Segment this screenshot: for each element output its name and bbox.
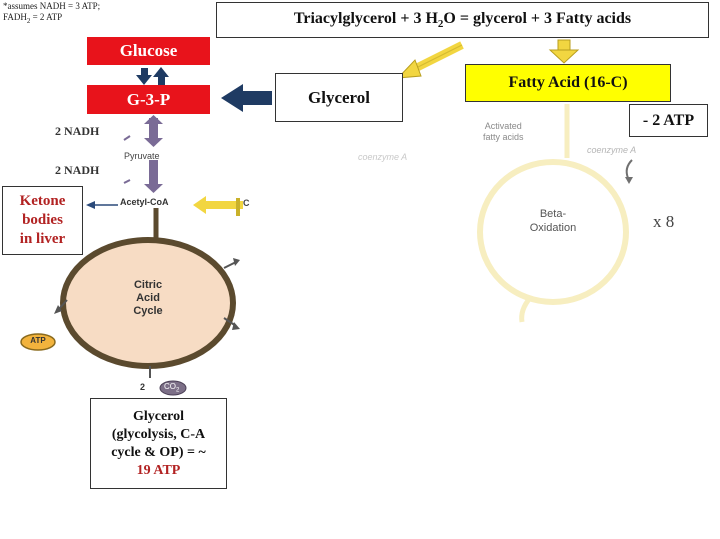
co2-coefficient: 2 bbox=[140, 382, 146, 392]
citric-line-3: Cycle bbox=[133, 305, 163, 317]
atp-assumption-note: *assumes NADH = 3 ATP; FADH2 = 2 ATP bbox=[3, 1, 100, 27]
summary-line-4: 19 ATP bbox=[136, 462, 181, 478]
atp-badge-shape bbox=[20, 333, 56, 351]
glucose-up-arrow-shaft bbox=[158, 76, 165, 85]
coenzyme-right-hook-head bbox=[625, 177, 633, 184]
ketone-line-2: bodies bbox=[22, 212, 63, 228]
beta-oxidation-ring bbox=[477, 159, 629, 305]
nadh-mark-1 bbox=[123, 135, 131, 141]
minus-atp-box: - 2 ATP bbox=[629, 104, 708, 137]
nadh-label-1: 2 NADH bbox=[55, 124, 100, 138]
nadh-label-2: 2 NADH bbox=[55, 163, 100, 177]
purple-head-2-down bbox=[144, 184, 163, 193]
pyruvate-label: Pyruvate bbox=[124, 151, 160, 161]
glycerol-summary-box: Glycerol (glycolysis, C-A cycle & OP) = … bbox=[90, 398, 227, 489]
beta-bottom-tail bbox=[519, 296, 532, 323]
citric-acid-cycle-label: Citric Acid Cycle bbox=[118, 279, 178, 318]
summary-line-1: Glycerol bbox=[132, 408, 185, 424]
purple-shaft-2 bbox=[149, 160, 158, 186]
equation-text: Triacylglycerol + 3 H2O = glycerol + 3 F… bbox=[293, 9, 632, 31]
purple-shaft-1 bbox=[149, 118, 158, 142]
co2-label: CO2 bbox=[164, 382, 180, 394]
g3p-label: G-3-P bbox=[126, 89, 171, 109]
c-label: C bbox=[243, 198, 250, 208]
glycerol-box: Glycerol bbox=[275, 73, 403, 122]
glycerol-to-g3p-arrow bbox=[221, 84, 272, 112]
cycle-output-arrowhead-left bbox=[54, 305, 62, 314]
purple-head-1-up bbox=[144, 115, 163, 124]
times-eight-label: x 8 bbox=[653, 212, 675, 231]
beta-oxidation-label: Beta- Oxidation bbox=[529, 208, 577, 234]
activated-fatty-acids-label: Activated fatty acids bbox=[483, 121, 524, 142]
fatty-acid-box: Fatty Acid (16-C) bbox=[465, 64, 671, 102]
ketone-line-3: in liver bbox=[19, 231, 66, 247]
acetyl-coa-label: Acetyl-CoA bbox=[120, 197, 169, 207]
gold-arrow-stub bbox=[236, 198, 240, 216]
minus-atp-label: - 2 ATP bbox=[642, 111, 695, 129]
equation-to-glycerol-shaft-outline bbox=[411, 44, 463, 71]
equation-to-glycerol-arrowhead bbox=[396, 59, 422, 79]
glycerol-label: Glycerol bbox=[308, 87, 370, 107]
note-line-2: FADH2 = 2 ATP bbox=[3, 12, 63, 25]
nadh-mark-2 bbox=[123, 179, 131, 184]
glucose-down-arrowhead bbox=[136, 75, 152, 85]
glucose-up-arrowhead bbox=[153, 67, 169, 77]
co2-badge-shape bbox=[159, 380, 187, 396]
coenzyme-a-right-label: coenzyme A bbox=[587, 145, 637, 155]
coenzyme-a-left-label: coenzyme A bbox=[358, 152, 408, 162]
equation-to-fatty-acid-arrowhead bbox=[548, 49, 580, 64]
citric-line-1: Citric bbox=[133, 279, 163, 291]
gold-arrow-shaft bbox=[205, 201, 243, 209]
summary-line-3: cycle & OP) = ~ bbox=[111, 444, 206, 460]
fatty-acid-label: Fatty Acid (16-C) bbox=[508, 74, 628, 91]
ketone-line-1: Ketone bbox=[19, 193, 66, 209]
coenzyme-right-hook bbox=[625, 159, 633, 179]
cycle-output-arrowhead-right-bottom bbox=[232, 322, 240, 330]
citric-line-2: Acid bbox=[136, 292, 160, 304]
note-line-1: *assumes NADH = 3 ATP; bbox=[3, 1, 101, 11]
atp-badge-label: ATP bbox=[30, 336, 46, 345]
glucose-box: Glucose bbox=[87, 37, 210, 65]
triacylglycerol-equation-box: Triacylglycerol + 3 H2O = glycerol + 3 F… bbox=[216, 2, 709, 38]
cycle-output-arrow-right-top bbox=[223, 261, 237, 269]
ketone-bodies-box: Ketone bodies in liver bbox=[2, 186, 83, 255]
acetyl-to-ketone-arrowhead bbox=[86, 201, 95, 209]
purple-head-1-down bbox=[144, 138, 163, 147]
g3p-box: G-3-P bbox=[87, 85, 210, 114]
summary-line-2: (glycolysis, C-A bbox=[111, 426, 206, 442]
cycle-output-arrowhead-right-top bbox=[233, 258, 240, 266]
gold-arrowhead bbox=[193, 196, 206, 214]
glucose-down-arrow-shaft bbox=[141, 68, 148, 76]
glucose-label: Glucose bbox=[119, 41, 178, 60]
equation-to-fatty-acid-shaft bbox=[557, 39, 571, 51]
